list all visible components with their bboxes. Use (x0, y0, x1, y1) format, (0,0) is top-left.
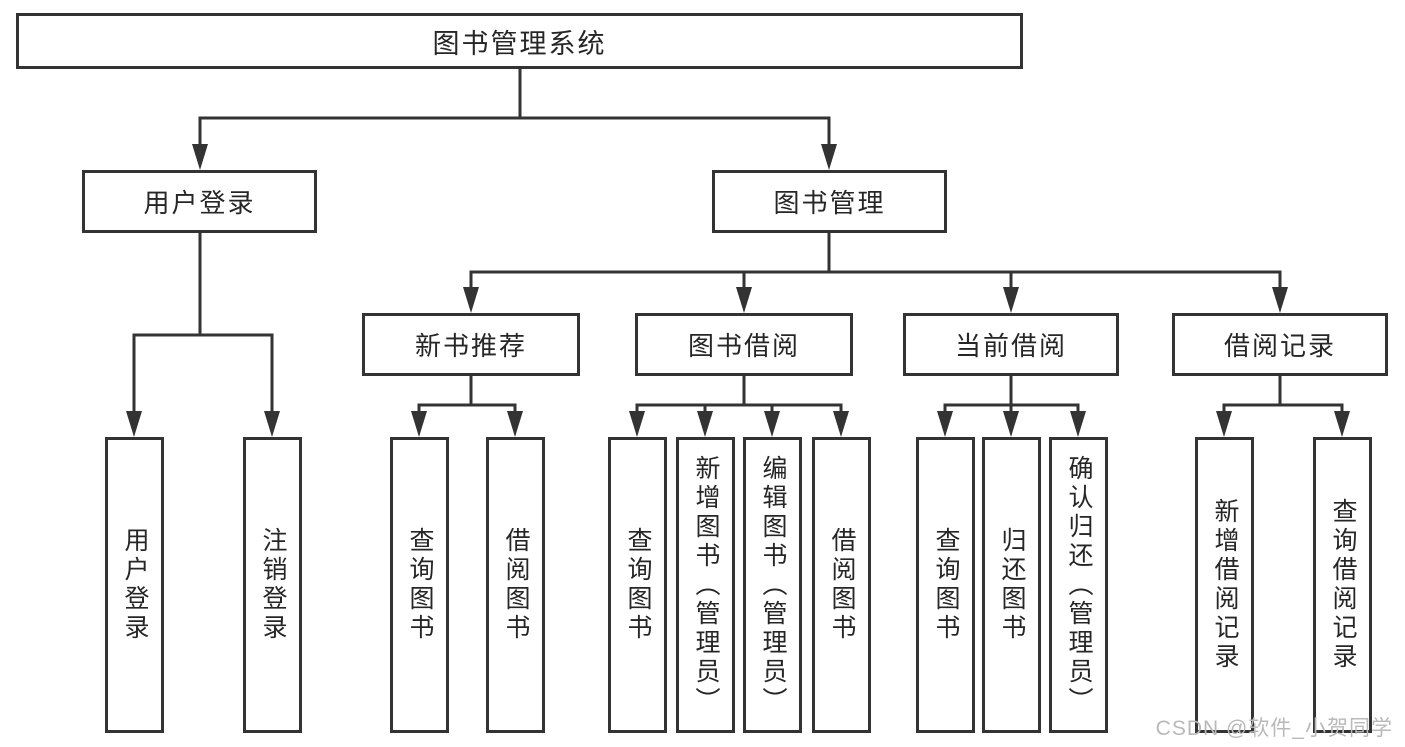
leaf-label: 编辑图书（管理员） (759, 454, 787, 716)
leaf-label: 新增借阅记录 (1211, 498, 1239, 672)
node-leaf-query-books-1: 查询图书 (390, 437, 449, 733)
node-leaf-return-books: 归还图书 (982, 437, 1041, 733)
node-current-borrow-label: 当前借阅 (954, 331, 1067, 361)
node-book-management: 图书管理 (712, 170, 947, 233)
connector-root-to-level2 (192, 67, 837, 170)
node-leaf-query-borrow-record: 查询借阅记录 (1313, 437, 1372, 733)
node-root-label: 图书管理系统 (432, 28, 607, 59)
node-borrow-records: 借阅记录 (1172, 313, 1388, 376)
connector-book-borrow-to-leaves (629, 374, 849, 437)
connector-current-borrow-to-leaves (937, 374, 1086, 437)
leaf-label: 借阅图书 (828, 527, 856, 643)
leaf-label: 注销登录 (259, 527, 287, 643)
leaf-label: 查询借阅记录 (1329, 498, 1357, 672)
node-leaf-user-login: 用户登录 (105, 437, 164, 733)
node-new-book-recommend-label: 新书推荐 (414, 331, 527, 361)
node-new-book-recommend: 新书推荐 (362, 313, 580, 376)
csdn-watermark: CSDN @软件_小贺同学 (1155, 717, 1393, 740)
node-leaf-borrow-books-1: 借阅图书 (486, 437, 545, 733)
node-leaf-confirm-return-admin: 确认归还（管理员） (1049, 437, 1108, 733)
node-book-management-label: 图书管理 (773, 188, 886, 218)
node-leaf-borrow-books-2: 借阅图书 (812, 437, 871, 733)
node-book-borrow-label: 图书借阅 (687, 331, 800, 361)
node-leaf-logout: 注销登录 (243, 437, 302, 733)
node-leaf-add-books-admin: 新增图书（管理员） (676, 437, 735, 733)
node-leaf-edit-books-admin: 编辑图书（管理员） (743, 437, 802, 733)
connector-book-management-to-level3 (463, 231, 1288, 313)
leaf-label: 查询图书 (932, 527, 960, 643)
node-leaf-add-borrow-record: 新增借阅记录 (1195, 437, 1254, 733)
leaf-label: 借阅图书 (502, 527, 530, 643)
leaf-label: 查询图书 (406, 527, 434, 643)
node-root: 图书管理系统 (16, 13, 1023, 69)
leaf-label: 归还图书 (998, 527, 1026, 643)
connector-user-login-to-leaves (126, 231, 280, 437)
node-borrow-records-label: 借阅记录 (1223, 331, 1336, 361)
node-book-borrow: 图书借阅 (635, 313, 853, 376)
leaf-label: 新增图书（管理员） (692, 454, 720, 716)
leaf-label: 确认归还（管理员） (1065, 454, 1093, 716)
node-leaf-query-books-3: 查询图书 (916, 437, 975, 733)
leaf-label: 查询图书 (624, 527, 652, 643)
node-user-login: 用户登录 (82, 170, 317, 233)
leaf-label: 用户登录 (121, 527, 149, 643)
node-user-login-label: 用户登录 (143, 188, 256, 218)
connector-borrow-records-to-leaves (1216, 374, 1350, 437)
node-current-borrow: 当前借阅 (903, 313, 1119, 376)
node-leaf-query-books-2: 查询图书 (608, 437, 667, 733)
connector-new-book-recommend-to-leaves (411, 374, 523, 437)
